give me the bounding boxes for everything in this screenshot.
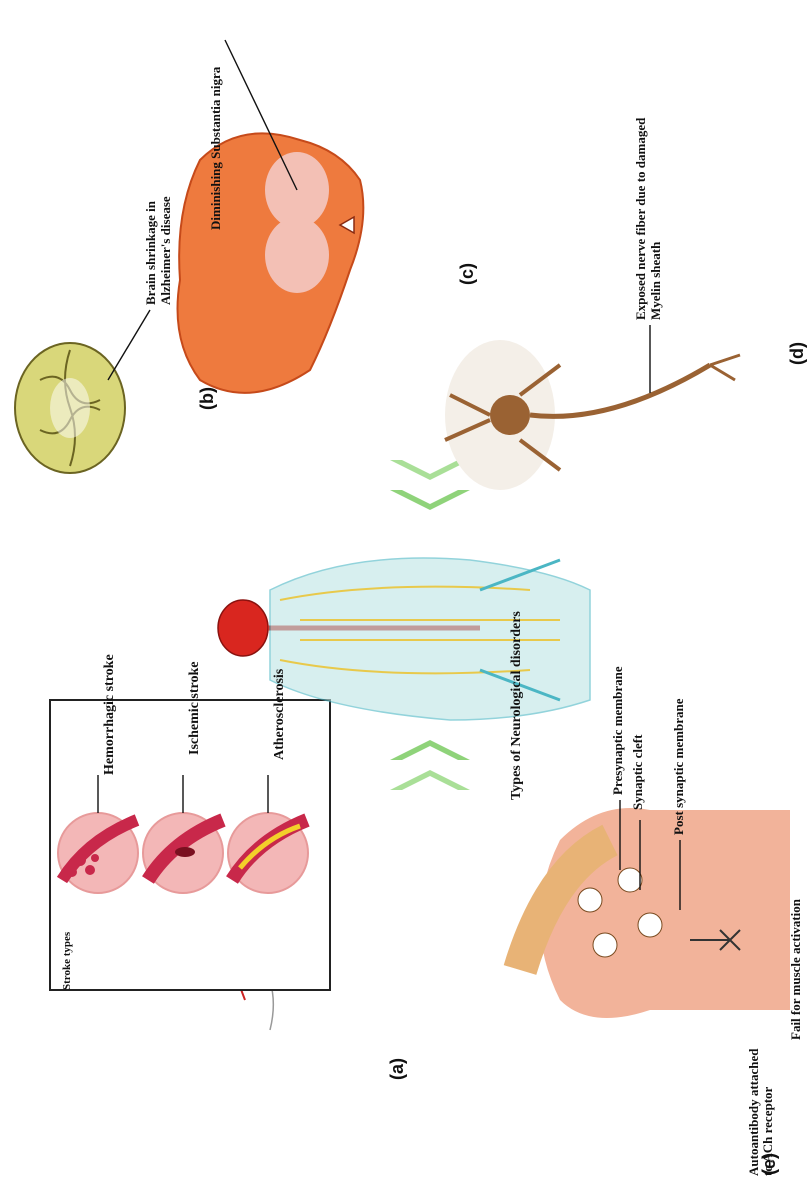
synaptic-cleft-label: Synaptic cleft: [630, 734, 645, 810]
hemorrhagic-stroke-illustration: [58, 813, 138, 893]
myelin-label-line1: Exposed nerve fiber due to damaged: [633, 117, 648, 320]
postsynaptic-label: Post synaptic membrane: [671, 698, 686, 835]
substantia-nigra-label: Diminishing Substantia nigra: [208, 66, 223, 230]
panel-label-a: (a): [387, 1058, 407, 1080]
alzheimer-brain-illustration: [15, 343, 125, 473]
synapse-illustration: [520, 808, 790, 1018]
atherosclerosis-label: Atherosclerosis: [272, 668, 287, 760]
panel-label-d: (d): [787, 342, 807, 365]
myelin-label-line2: Myelin sheath: [648, 241, 663, 320]
stroke-types-label: Stroke types: [61, 931, 73, 990]
hemorrhagic-stroke-label: Hemorrhagic stroke: [102, 654, 117, 775]
presynaptic-label: Presynaptic membrane: [610, 666, 625, 795]
center-caption: Types of Neurological disorders: [509, 611, 524, 800]
ischemic-stroke-label: Ischemic stroke: [187, 662, 202, 755]
autoantibody-label-line2: to ACh receptor: [760, 1086, 775, 1176]
fail-muscle-activation-label: Fail for muscle activation: [788, 898, 803, 1040]
alzheimer-label-line1: Brain shrinkage in: [143, 200, 158, 305]
atherosclerosis-illustration: [228, 813, 308, 893]
alzheimer-label-line2: Alzheimer's disease: [158, 196, 173, 305]
panel-label-b: (b): [197, 387, 217, 410]
panel-label-c: (c): [457, 263, 477, 285]
substantia-nigra-illustration: [178, 133, 364, 393]
autoantibody-label-line1: Autoantibody attached: [746, 1048, 761, 1176]
arrow-up-left: [390, 740, 470, 790]
arrow-up-right: [390, 460, 470, 510]
neuron-illustration: [445, 340, 740, 490]
ischemic-stroke-illustration: [143, 813, 223, 893]
